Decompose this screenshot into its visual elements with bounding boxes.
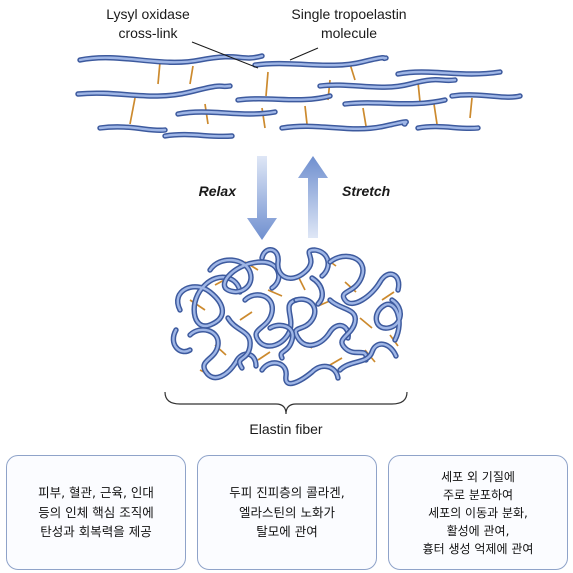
info-card-hairloss: 두피 진피층의 콜라겐, 엘라스틴의 노화가 탈모에 관여	[197, 455, 377, 570]
stretch-arrow	[298, 156, 328, 238]
relaxed-fibers	[170, 247, 403, 387]
molecule-pointer	[289, 47, 319, 61]
fiber-label: Elastin fiber	[249, 421, 322, 437]
crosslink-label-line1: Lysyl oxidase	[106, 6, 190, 22]
relax-label: Relax	[199, 183, 238, 199]
stretch-label: Stretch	[342, 183, 390, 199]
molecule-label-line1: Single tropoelastin	[291, 6, 406, 22]
elastin-diagram: Lysyl oxidase cross-link Single tropoela…	[75, 6, 523, 437]
fiber-brace	[164, 391, 408, 415]
relax-arrow	[247, 156, 277, 240]
info-card-ecm-text: 세포 외 기질에 주로 분포하여 세포의 이동과 분화, 활성에 관여, 흉터 …	[422, 469, 534, 556]
info-cards: 피부, 혈관, 근육, 인대 등의 인체 핵심 조직에 탄성과 회복력을 제공 …	[0, 455, 573, 570]
crosslink-label-line2: cross-link	[118, 25, 178, 41]
crosslink-pointer	[191, 41, 259, 69]
info-card-function-text: 피부, 혈관, 근육, 인대 등의 인체 핵심 조직에 탄성과 회복력을 제공	[38, 485, 154, 540]
stretched-fibers	[75, 53, 523, 140]
info-card-hairloss-text: 두피 진피층의 콜라겐, 엘라스틴의 노화가 탈모에 관여	[229, 485, 345, 540]
info-card-function: 피부, 혈관, 근육, 인대 등의 인체 핵심 조직에 탄성과 회복력을 제공	[6, 455, 186, 570]
info-card-ecm: 세포 외 기질에 주로 분포하여 세포의 이동과 분화, 활성에 관여, 흉터 …	[388, 455, 568, 570]
molecule-label-line2: molecule	[321, 25, 377, 41]
